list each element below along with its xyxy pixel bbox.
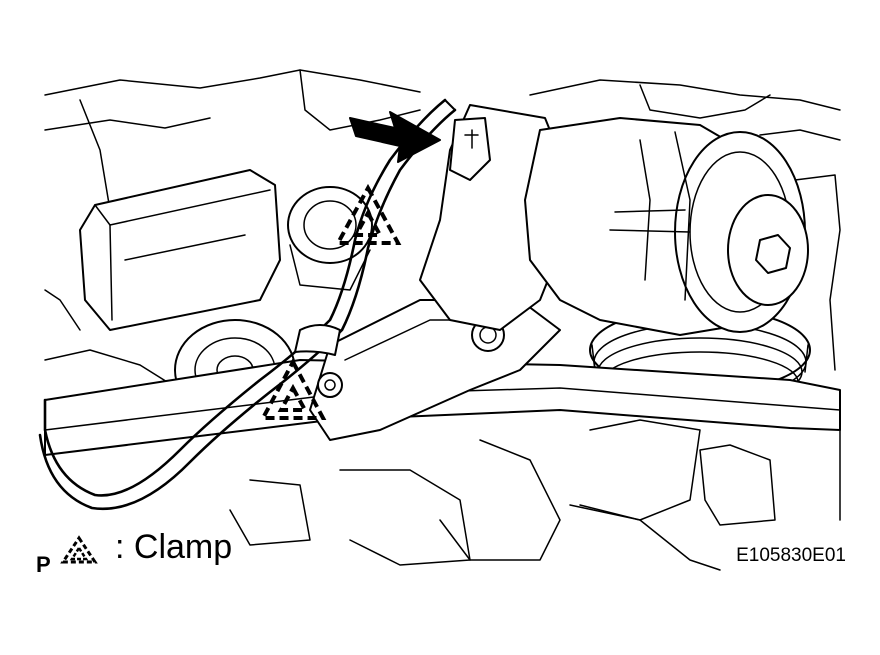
legend-mark: P xyxy=(36,552,51,577)
wire-harness xyxy=(38,98,457,511)
clamp-marker-upper xyxy=(334,183,402,245)
clamp-marker-lower xyxy=(259,357,327,420)
figure-id: E105830E01 xyxy=(736,545,846,566)
battery-box xyxy=(79,169,281,331)
tensioner xyxy=(287,186,373,291)
dashed-triangle-clamp-icon xyxy=(60,535,98,564)
clamp-tab xyxy=(449,117,491,181)
arrow-icon xyxy=(349,111,441,163)
legend-label: : Clamp xyxy=(115,528,233,566)
engine-bay-background xyxy=(44,69,841,571)
